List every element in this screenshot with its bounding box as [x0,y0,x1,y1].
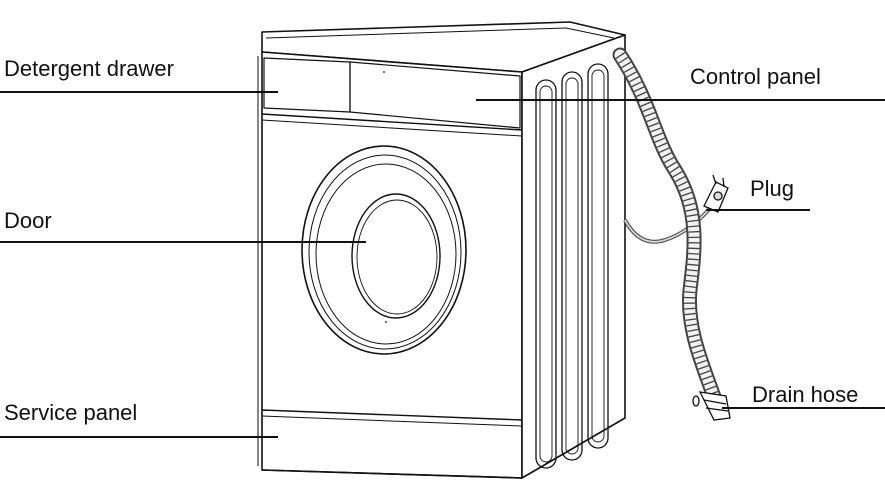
service-panel-label: Service panel [4,400,138,425]
machine-side [521,34,626,479]
washing-machine [257,21,626,479]
plug-icon [703,174,729,213]
machine-top-inner-edge [265,27,615,39]
control-panel-label: Control panel [690,64,821,89]
plug-label: Plug [750,176,795,201]
door-label: Door [4,208,52,233]
door [301,145,467,355]
drain-hose-label: Drain hose [752,382,859,407]
drain-hose-end [692,391,731,421]
drain-hose [612,47,723,408]
control-panel [349,61,521,129]
service-panel [261,469,523,479]
side-ribs [535,63,609,469]
leader-lines [0,91,885,438]
detergent-drawer-label: Detergent drawer [4,56,174,81]
